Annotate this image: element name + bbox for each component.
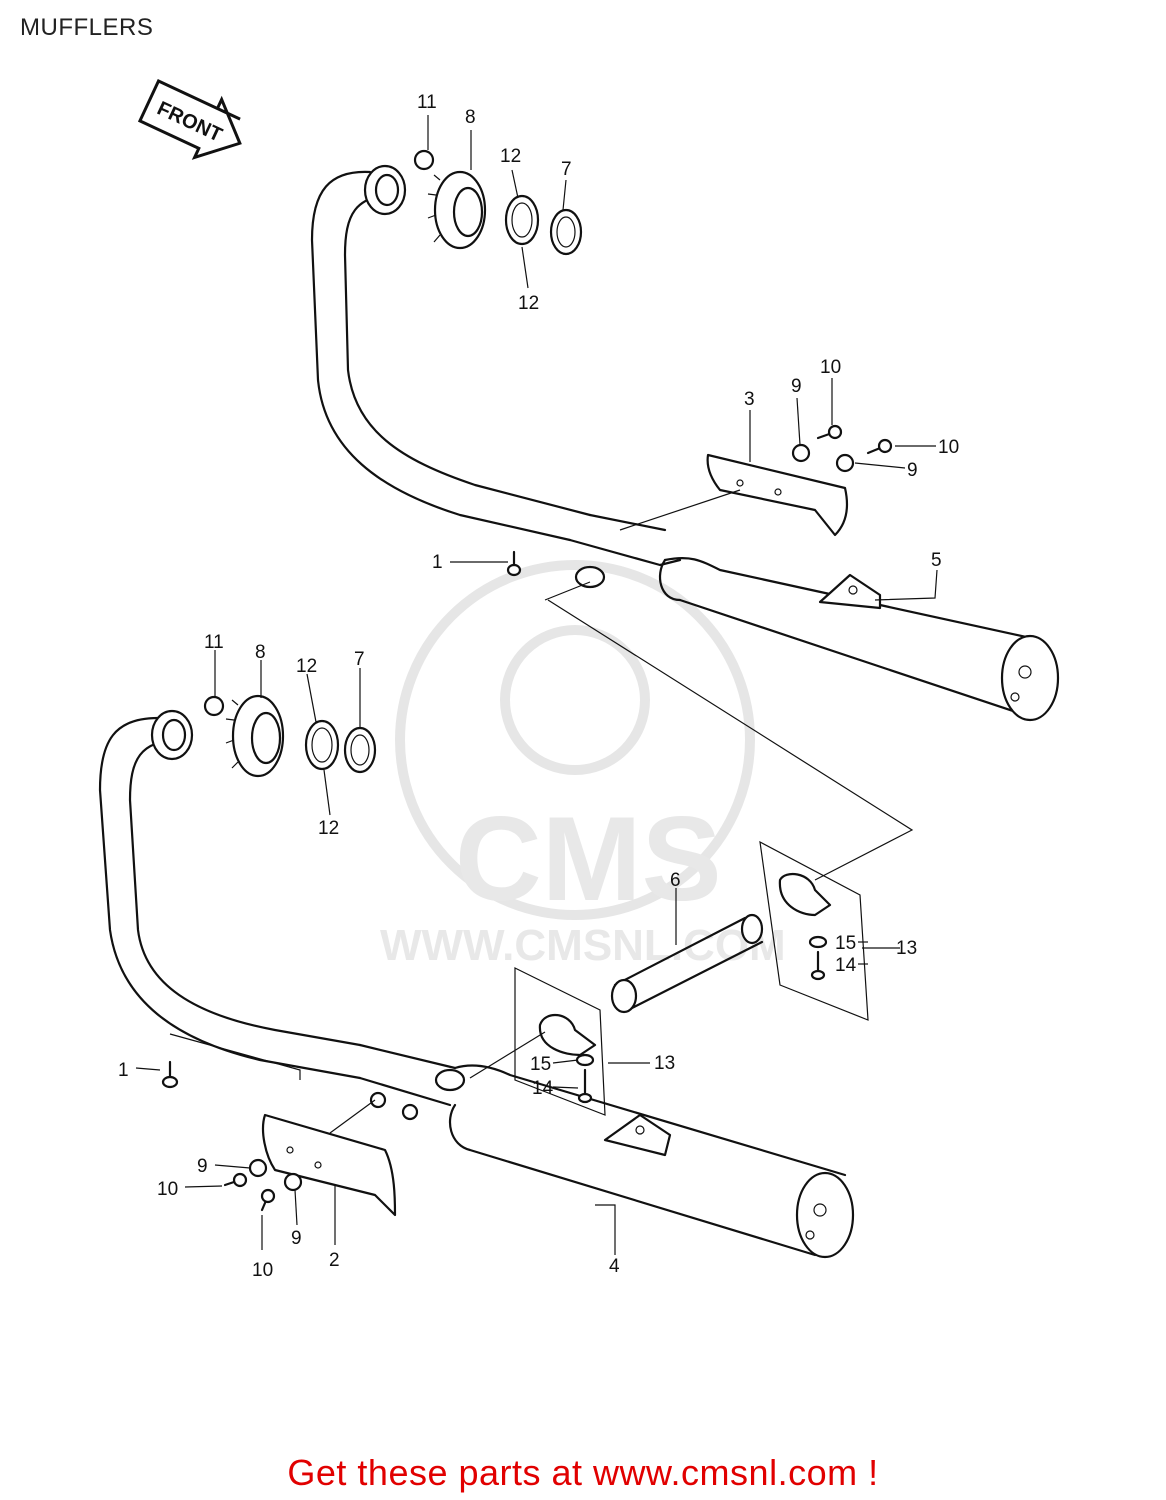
watermark-url-text: WWW.CMSNL.COM: [380, 921, 786, 970]
lower-muffler-assembly: [98, 709, 855, 1259]
callout-2: 2: [329, 1250, 340, 1271]
callout-6: 6: [670, 870, 681, 891]
callout-12-upper-top: 12: [500, 146, 521, 167]
callout-12-upper-bottom: 12: [518, 293, 539, 314]
callout-14-right: 14: [835, 955, 857, 976]
upper-shield-bolts: [791, 424, 893, 473]
callout-1-lower: 1: [118, 1060, 129, 1081]
callout-13-right: 13: [896, 938, 917, 959]
watermark-logo: CMS WWW.CMSNL.COM: [380, 560, 786, 970]
page-title: MUFFLERS: [20, 14, 154, 41]
callout-3: 3: [744, 389, 755, 410]
mufflers-exploded-diagram: CMS WWW.CMSNL.COM FRONT: [98, 79, 1060, 1281]
watermark-logo-text: CMS: [455, 792, 722, 926]
callout-10-lower-a: 10: [157, 1179, 178, 1200]
callout-9-lower-b: 9: [291, 1228, 302, 1249]
callout-labels-upper: 11 8 12 7 12 3 9 10 10 9 1 5: [417, 92, 959, 573]
callout-9-lower-a: 9: [197, 1156, 208, 1177]
callout-10-lower-b: 10: [252, 1260, 273, 1281]
upper-exhaust-flange: [427, 170, 487, 250]
callout-14-left: 14: [532, 1078, 554, 1099]
callout-10-upper-a: 10: [820, 357, 841, 378]
callout-15-right: 15: [835, 933, 856, 954]
callout-9-upper-b: 9: [907, 460, 918, 481]
clamp-assembly-right: [759, 840, 869, 1021]
callout-4: 4: [609, 1256, 620, 1277]
upper-exhaust-gasket: [549, 208, 583, 256]
footer-parts-link[interactable]: Get these parts at www.cmsnl.com !: [287, 1452, 879, 1493]
callout-10-upper-b: 10: [938, 437, 959, 458]
callout-12-lower-top: 12: [296, 656, 317, 677]
lower-flange-nut: [203, 695, 225, 717]
callout-12-lower-bottom: 12: [318, 818, 339, 839]
callout-1-upper: 1: [432, 552, 443, 573]
callout-9-upper-a: 9: [791, 376, 802, 397]
callout-15-left: 15: [530, 1054, 551, 1075]
front-direction-arrow: FRONT: [137, 79, 242, 160]
callout-8-upper: 8: [465, 107, 476, 128]
upper-muffler-assembly: [310, 164, 1060, 722]
callout-11-lower: 11: [204, 632, 224, 653]
upper-flange-nut: [413, 149, 435, 171]
callout-11-upper: 11: [417, 92, 437, 113]
callout-5: 5: [931, 550, 942, 571]
callout-7-lower: 7: [354, 649, 365, 670]
callout-8-lower: 8: [255, 642, 266, 663]
lower-heat-shield: [261, 1113, 397, 1217]
lower-exhaust-flange: [225, 694, 285, 778]
callout-13-left: 13: [654, 1053, 675, 1074]
callout-labels-lower: 11 8 12 7 12 6 15 14 13 15 14 13 1 9 10 …: [118, 632, 917, 1281]
clamp-assembly-left: [514, 967, 606, 1116]
balance-pipe: [610, 913, 764, 1014]
lower-split-keeper: [304, 719, 340, 771]
callout-7-upper: 7: [561, 159, 572, 180]
upper-split-keeper: [504, 194, 540, 246]
leader-lines: [135, 115, 938, 1255]
